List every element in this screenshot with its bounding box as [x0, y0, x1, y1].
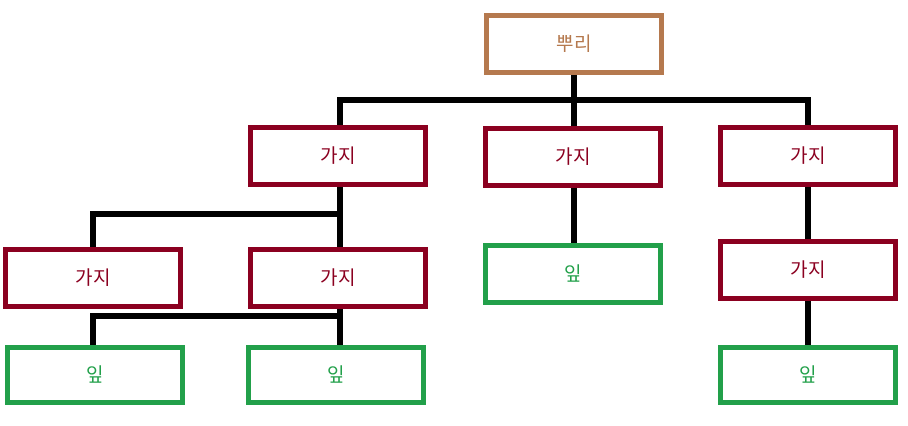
tree-node-branch[interactable]: 가지: [718, 125, 898, 187]
tree-node-branch[interactable]: 가지: [3, 247, 183, 309]
tree-node-label: 잎: [799, 363, 817, 386]
tree-edge: [90, 313, 343, 319]
tree-edge: [337, 313, 343, 348]
tree-node-root[interactable]: 뿌리: [484, 13, 664, 75]
tree-edge: [90, 211, 96, 250]
tree-node-label: 잎: [564, 262, 582, 285]
tree-node-label: 가지: [75, 266, 111, 289]
tree-edge: [571, 74, 577, 101]
tree-edge: [571, 186, 577, 246]
tree-edge: [337, 185, 343, 215]
tree-node-branch[interactable]: 가지: [483, 126, 663, 188]
tree-edge: [805, 97, 811, 127]
tree-node-label: 가지: [320, 144, 356, 167]
tree-node-leaf[interactable]: 잎: [718, 345, 898, 405]
tree-node-label: 뿌리: [556, 32, 592, 55]
tree-node-label: 가지: [790, 258, 826, 281]
tree-node-branch[interactable]: 가지: [718, 239, 898, 301]
tree-node-label: 잎: [86, 363, 104, 386]
tree-node-leaf[interactable]: 잎: [246, 345, 426, 405]
tree-node-leaf[interactable]: 잎: [5, 345, 185, 405]
tree-node-label: 가지: [555, 145, 591, 168]
tree-node-label: 가지: [320, 266, 356, 289]
tree-node-leaf[interactable]: 잎: [483, 243, 663, 305]
tree-node-branch[interactable]: 가지: [248, 125, 428, 187]
tree-node-label: 잎: [327, 363, 345, 386]
tree-node-branch[interactable]: 가지: [248, 247, 428, 309]
tree-edge: [337, 211, 343, 250]
tree-edge: [805, 185, 811, 242]
tree-edge: [805, 298, 811, 348]
tree-node-label: 가지: [790, 144, 826, 167]
tree-edge: [90, 211, 343, 217]
tree-edge: [571, 97, 577, 128]
tree-edge: [90, 313, 96, 348]
tree-edge: [337, 97, 343, 127]
